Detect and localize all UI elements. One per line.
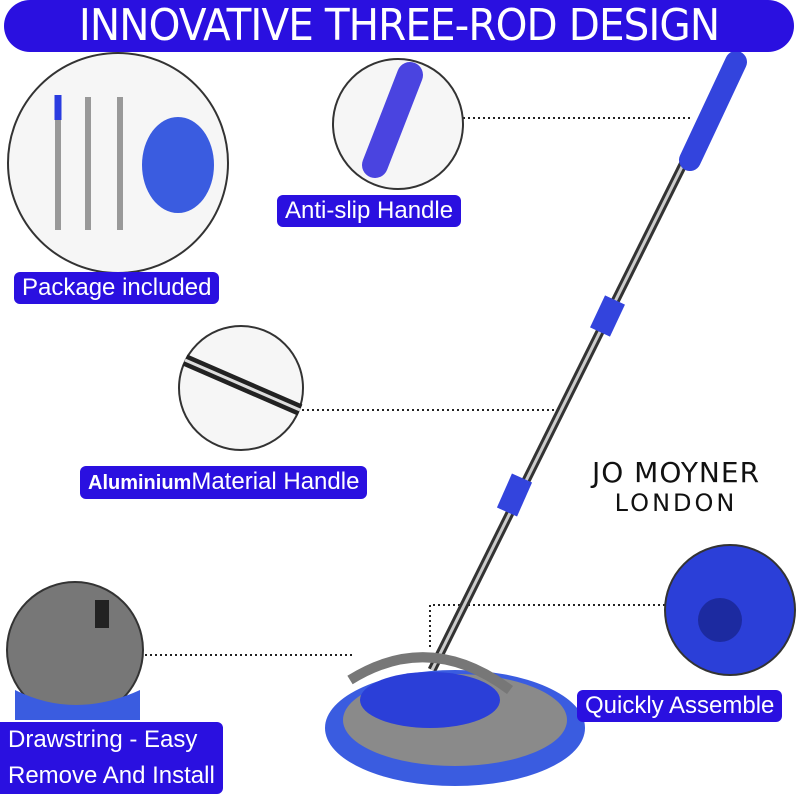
title-banner: INNOVATIVE THREE-ROD DESIGN: [4, 0, 794, 52]
brand-line1: JO MOYNER: [591, 456, 761, 489]
drawstring-line2: Remove And Install: [8, 762, 215, 789]
package-circle: [7, 52, 229, 274]
aluminium-circle: [178, 325, 304, 451]
assemble-label: Quickly Assemble: [577, 690, 783, 722]
handle-circle: [332, 58, 464, 190]
mop-pole: [427, 51, 747, 673]
brand-line2: LONDON: [614, 489, 738, 517]
brand-logo: JO MOYNER LONDON: [560, 456, 792, 517]
aluminium-label: AluminiumMaterial Handle: [80, 466, 368, 499]
aluminium-bold-text: Aluminium: [88, 472, 192, 494]
title-text: INNOVATIVE THREE-ROD DESIGN: [78, 0, 720, 51]
aluminium-rest-text: Material Handle: [191, 468, 360, 495]
handle-label: Anti-slip Handle: [277, 195, 462, 227]
connector-lines: [120, 117, 690, 656]
drawstring-circle: [6, 581, 144, 720]
assemble-circle: [664, 544, 796, 676]
drawstring-line1: Drawstring - Easy: [8, 726, 198, 753]
package-label: Package included: [14, 272, 220, 304]
mop-head: [325, 652, 585, 786]
